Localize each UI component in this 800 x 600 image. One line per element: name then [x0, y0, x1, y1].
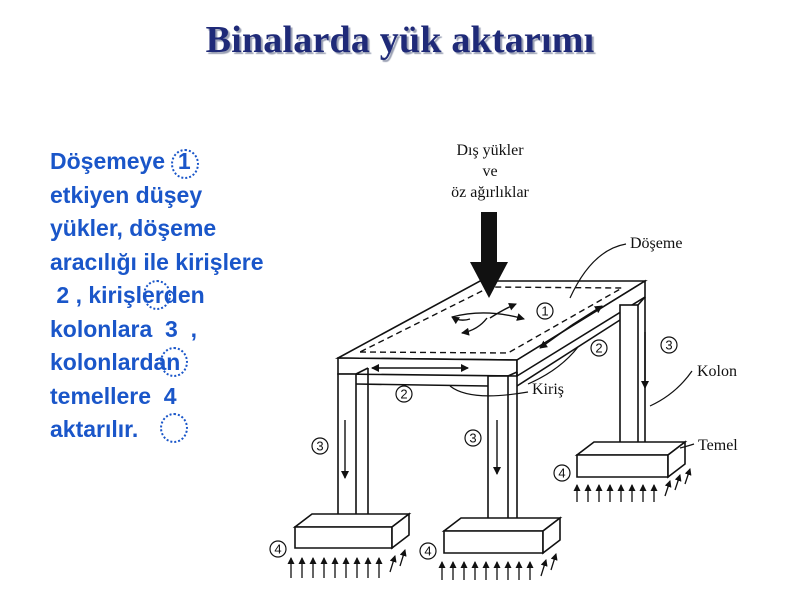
footing-front-right [441, 517, 563, 532]
text-line: aktarılır. [50, 416, 139, 442]
svg-text:4: 4 [424, 544, 431, 559]
step-3-column-left: 3 [311, 437, 329, 455]
column-label: Kolon [697, 363, 737, 380]
load-label-line3: öz ağırlıklar [451, 184, 529, 201]
slab-distribution-arrows [451, 303, 525, 336]
step-4-footing-middle: 4 [419, 542, 437, 560]
svg-text:3: 3 [665, 338, 672, 353]
slab-leader [569, 243, 627, 299]
dotted-circle-marker [171, 149, 199, 179]
column-leader [649, 370, 693, 407]
dotted-circle-marker [143, 280, 171, 310]
beam-leader-left [449, 385, 529, 397]
svg-text:3: 3 [469, 431, 476, 446]
text-line: Döşemeye 1 [50, 148, 191, 174]
column-front-left [337, 373, 357, 528]
slab-label: Döşeme [630, 235, 682, 252]
load-arrow [470, 212, 508, 298]
dotted-circle-marker [160, 347, 188, 377]
svg-text:4: 4 [274, 542, 281, 557]
column-back-right [619, 304, 639, 458]
reaction-arrows-right [573, 468, 692, 502]
step-1-slab: 1 [536, 302, 554, 320]
column-arrows [341, 332, 649, 479]
column-front-right [487, 375, 509, 532]
svg-text:2: 2 [400, 387, 407, 402]
reaction-arrows-left [287, 549, 407, 578]
text-line: kolonlara 3 , [50, 315, 197, 342]
footing-front-left [292, 513, 412, 528]
load-label-line1: Dış yükler [456, 142, 524, 159]
step-3-column-middle: 3 [464, 429, 482, 447]
explanation-text: Döşemeye 1 etkiyen düşey yükler, döşeme … [50, 145, 290, 447]
soil-reaction-arrows [287, 468, 692, 580]
foundation-leader [679, 443, 695, 449]
step-2-beam-front: 2 [395, 385, 413, 403]
step-2-beam-side: 2 [590, 339, 608, 357]
step-markers: 1 2 2 3 3 3 4 4 4 [269, 302, 678, 560]
text-line: kolonlardan [50, 349, 181, 375]
reaction-arrows-middle [438, 553, 558, 580]
svg-text:4: 4 [558, 466, 565, 481]
step-4-footing-left: 4 [269, 540, 287, 558]
dotted-circle-marker [160, 413, 188, 443]
text-line: temellere 4 [50, 382, 177, 409]
step-3-column-right: 3 [660, 336, 678, 354]
text-line: yükler, döşeme [50, 215, 217, 241]
load-label-line2: ve [482, 163, 497, 180]
text-line: aracılığı ile kirişlere [50, 248, 264, 275]
step-4-footing-right: 4 [553, 464, 571, 482]
foundation-label: Temel [698, 437, 738, 454]
svg-text:1: 1 [541, 304, 548, 319]
beam-leader-right [527, 346, 579, 385]
slide-title: Binalarda yük aktarımı [205, 19, 595, 61]
svg-text:3: 3 [316, 439, 323, 454]
beam-label: Kiriş [532, 381, 564, 398]
slab-front-edge [337, 357, 518, 377]
beam-arrows [371, 305, 603, 372]
text-line: etkiyen düşey [50, 181, 203, 208]
footing-back-right [574, 441, 688, 456]
svg-text:2: 2 [595, 341, 602, 356]
